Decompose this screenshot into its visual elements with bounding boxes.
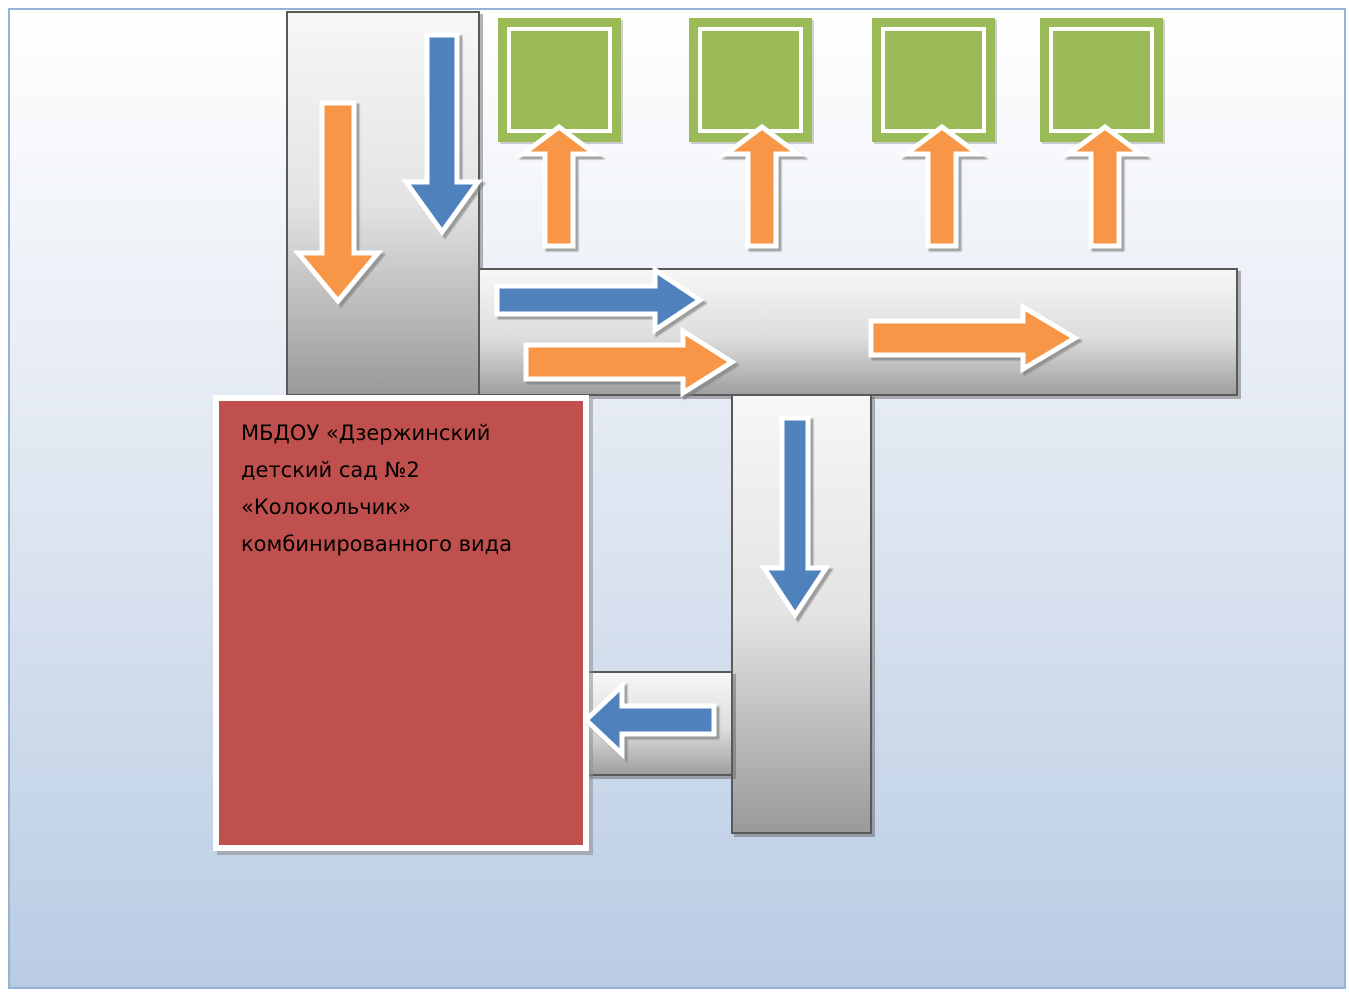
house-3 xyxy=(872,18,995,142)
orange-arrow-up-house-3 xyxy=(898,123,986,249)
house-1 xyxy=(498,18,621,142)
blue-arrow-down-entry xyxy=(401,32,483,237)
orange-arrow-right-left xyxy=(523,326,737,398)
house-4 xyxy=(1040,18,1163,142)
kindergarten-label: МБДОУ «Дзержинский детский сад №2 «Колок… xyxy=(241,421,513,556)
orange-arrow-up-house-4 xyxy=(1061,123,1149,249)
orange-arrow-up-house-1 xyxy=(515,123,603,249)
blue-arrow-down-exit xyxy=(759,415,831,620)
house-2 xyxy=(689,18,812,142)
blue-arrow-left-building xyxy=(582,680,717,760)
orange-arrow-down-entry xyxy=(292,100,384,305)
kindergarten-building: МБДОУ «Дзержинский детский сад №2 «Колок… xyxy=(213,395,589,851)
orange-arrow-up-house-2 xyxy=(718,123,806,249)
blue-arrow-right-main xyxy=(494,265,705,335)
road-vertical-right xyxy=(731,394,872,834)
orange-arrow-right-far xyxy=(868,302,1080,374)
